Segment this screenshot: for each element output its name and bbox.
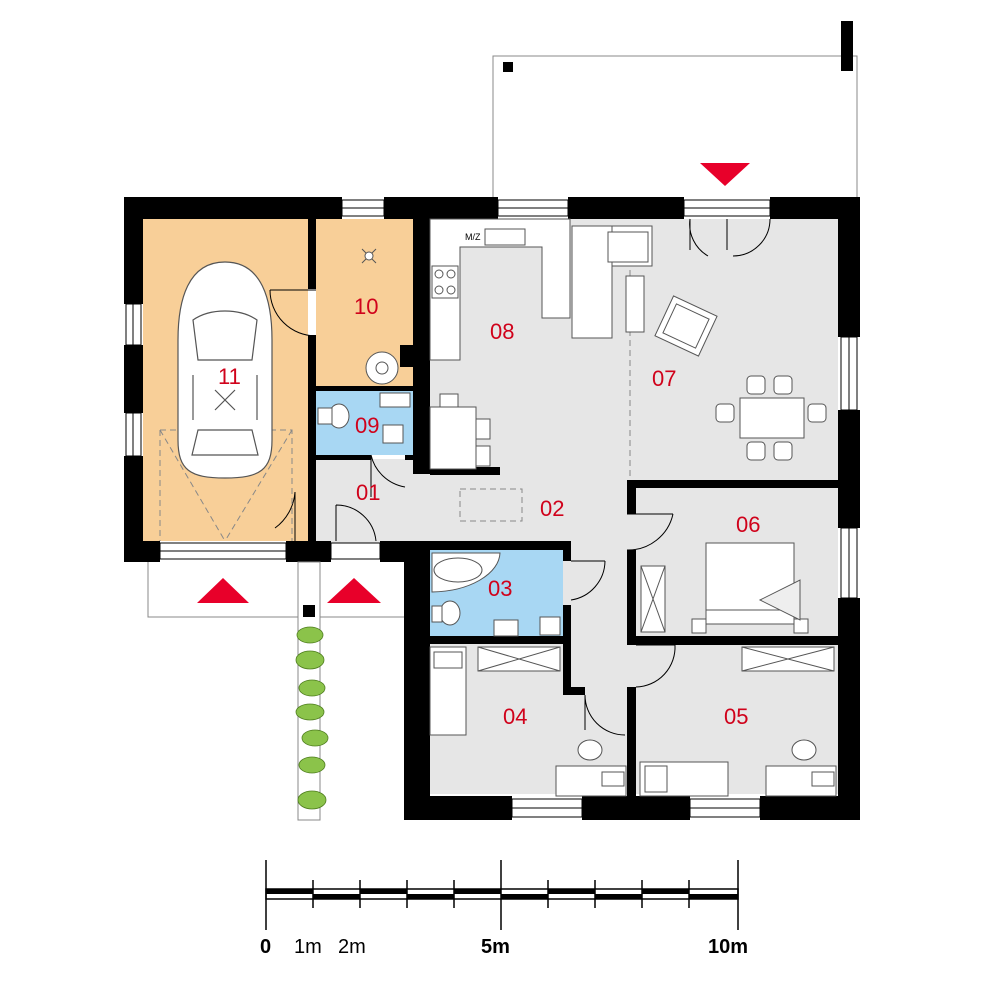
doors [269, 218, 771, 736]
door-swing [626, 513, 674, 551]
dining-table [715, 375, 827, 461]
scale-label-1m: 1m [294, 936, 322, 958]
room-label-11: 11 [218, 364, 241, 389]
walls [124, 197, 860, 820]
door-swing [269, 289, 317, 337]
car-icon [177, 261, 273, 479]
toilet-09 [317, 392, 411, 444]
scale-label-0: 0 [260, 936, 271, 958]
windows [125, 199, 858, 818]
toilet-icon [439, 600, 461, 626]
room-label-02: 02 [540, 496, 564, 521]
door-swing [635, 644, 676, 688]
scale-bar: 0 1m 2m 5m 10m [260, 860, 748, 958]
room-label-05: 05 [724, 704, 748, 729]
scale-label-5m: 5m [481, 936, 510, 958]
entrance-arrow-icon [700, 163, 750, 186]
door-swing [584, 694, 626, 736]
entrance-arrows [197, 163, 750, 603]
sofa-icon [571, 225, 653, 339]
window [330, 542, 381, 560]
scale-label-10m: 10m [708, 936, 748, 958]
wardrobe [640, 565, 666, 633]
scale-label-2m: 2m [338, 936, 366, 958]
sink-icon [379, 392, 411, 408]
door-swing [689, 218, 771, 257]
terrace-post [503, 62, 513, 72]
terrace-post [841, 21, 853, 71]
room-label-01: 01 [356, 480, 380, 505]
door-swing [370, 454, 406, 497]
room-labels: 01 02 03 04 05 06 07 08 09 10 11 [218, 294, 760, 729]
bed-icon [691, 542, 809, 634]
kitchen-counter [429, 218, 571, 361]
bathroom-fixtures [431, 552, 561, 637]
room-label-06: 06 [736, 512, 760, 537]
washing-machine-label: M/Z [465, 232, 481, 242]
entrance-arrow-icon [327, 578, 381, 603]
entrance-arrow-icon [197, 578, 249, 603]
armchair-icon [625, 275, 645, 333]
boiler-room-fixtures [361, 248, 399, 385]
floor-room-10 [316, 219, 413, 386]
room-label-03: 03 [488, 576, 512, 601]
kitchen-table [429, 393, 491, 470]
door-swing [274, 491, 296, 541]
sink-icon [493, 619, 519, 637]
room-label-09: 09 [355, 413, 379, 438]
room-label-10: 10 [354, 294, 378, 319]
desk-chair-icon [577, 739, 603, 761]
room-04-furniture [429, 646, 627, 797]
entrance-platform-outline [147, 560, 406, 618]
bathtub-icon [431, 552, 501, 593]
armchair-icon [654, 295, 718, 357]
door-swing [570, 560, 606, 601]
door-swing [335, 504, 377, 542]
sink-icon [484, 228, 526, 246]
desk-chair-icon [791, 739, 817, 761]
plants [295, 626, 329, 810]
room-label-07: 07 [652, 366, 676, 391]
terrace-outline [492, 55, 858, 197]
dashed-lines [159, 240, 631, 542]
floor-grey-hall [316, 459, 430, 545]
room-05-furniture [639, 646, 837, 797]
room-label-08: 08 [490, 319, 514, 344]
room-label-04: 04 [503, 704, 527, 729]
